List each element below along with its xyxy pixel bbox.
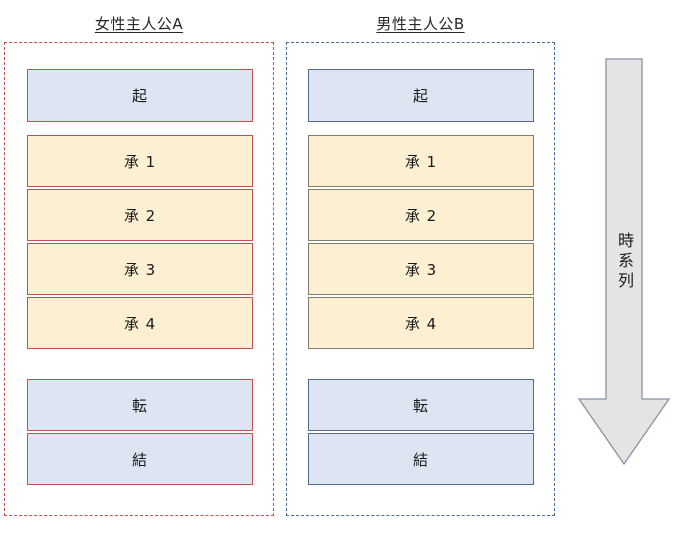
stage-stack-right: 起 承 1 承 2 承 3 承 4 転 結 bbox=[287, 43, 554, 515]
stage-box-ten-right[interactable]: 転 bbox=[308, 379, 534, 431]
stage-box-sho4-right[interactable]: 承 4 bbox=[308, 297, 534, 349]
stage-box-ki-left[interactable]: 起 bbox=[27, 69, 253, 122]
stage-stack-left: 起 承 1 承 2 承 3 承 4 転 結 bbox=[5, 43, 273, 515]
column-title-right: 男性主人公B bbox=[376, 15, 465, 33]
column-title-left: 女性主人公A bbox=[94, 15, 184, 33]
stage-box-sho3-right[interactable]: 承 3 bbox=[308, 243, 534, 295]
timeline-label: 時系列 bbox=[615, 232, 634, 292]
stage-box-ketsu-right[interactable]: 結 bbox=[308, 433, 534, 485]
stage-box-sho4-left[interactable]: 承 4 bbox=[27, 297, 253, 349]
stage-box-sho1-left[interactable]: 承 1 bbox=[27, 135, 253, 187]
stage-box-ten-left[interactable]: 転 bbox=[27, 379, 253, 431]
story-group-female-protagonist: 起 承 1 承 2 承 3 承 4 転 結 bbox=[4, 42, 274, 516]
down-arrow-icon bbox=[578, 58, 670, 466]
stage-box-sho2-right[interactable]: 承 2 bbox=[308, 189, 534, 241]
story-group-male-protagonist: 起 承 1 承 2 承 3 承 4 転 結 bbox=[286, 42, 555, 516]
stage-box-ki-right[interactable]: 起 bbox=[308, 69, 534, 122]
stage-box-sho1-right[interactable]: 承 1 bbox=[308, 135, 534, 187]
stage-box-sho3-left[interactable]: 承 3 bbox=[27, 243, 253, 295]
timeline-label-wrap: 時系列 bbox=[578, 58, 670, 466]
stage-box-sho2-left[interactable]: 承 2 bbox=[27, 189, 253, 241]
stage-box-ketsu-left[interactable]: 結 bbox=[27, 433, 253, 485]
timeline-arrow: 時系列 bbox=[578, 58, 670, 466]
